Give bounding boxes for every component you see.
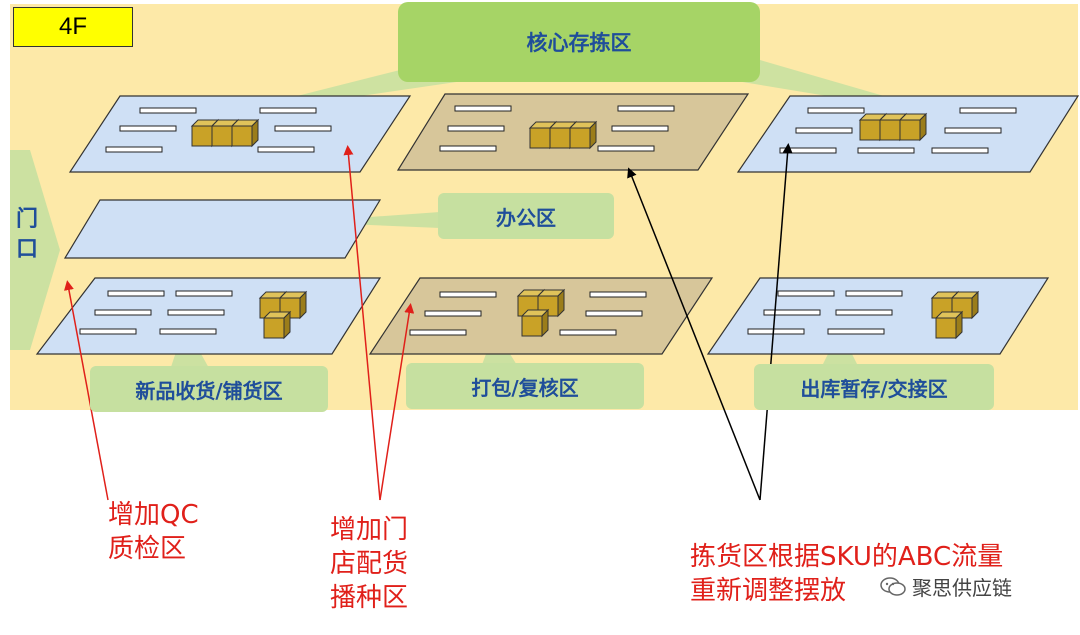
annotation-qc: 增加QC 质检区: [108, 500, 199, 564]
abc-arrow-middle: [627, 167, 761, 501]
annotation-abc: 拣货区根据SKU的ABC流量 重新调整摆放: [690, 542, 1004, 606]
red-arrows: [63, 145, 415, 501]
box-stack-receiving: [258, 290, 308, 340]
abc-arrow-right: [759, 143, 793, 501]
wechat-icon: [880, 576, 906, 598]
entrance-arrow: [10, 150, 60, 350]
zone-label-receiving: 新品收货/铺货区: [90, 366, 328, 412]
zone-label-packing: 打包/复核区: [406, 363, 644, 409]
box-stack-packing: [516, 288, 566, 338]
platform-receiving: [35, 277, 382, 355]
black-arrows: [627, 143, 793, 501]
box-stack-core-right: [858, 112, 928, 142]
annotation-store: 增加门 店配货 播种区: [330, 515, 409, 613]
watermark: 聚思供应链: [880, 572, 1012, 601]
zone-label-outbound: 出库暂存/交接区: [754, 364, 994, 410]
zone-label-office: 办公区: [438, 193, 614, 239]
office-callout: [300, 212, 440, 228]
qc-arrow: [63, 280, 109, 501]
watermark-text: 聚思供应链: [912, 576, 1012, 600]
store-arrow-top: [343, 145, 381, 501]
door-label: 门口: [15, 207, 38, 262]
zone-label-core: 核心存拣区: [398, 2, 760, 82]
box-stack-outbound: [930, 290, 980, 340]
platform-outbound: [706, 277, 1050, 355]
box-stack-core-middle: [528, 120, 598, 150]
shelf-lines: [79, 105, 1017, 336]
store-arrow-bottom: [379, 303, 415, 501]
box-stack-core-left: [190, 118, 260, 148]
platform-office: [63, 199, 382, 259]
floor-badge: 4F: [13, 7, 133, 47]
